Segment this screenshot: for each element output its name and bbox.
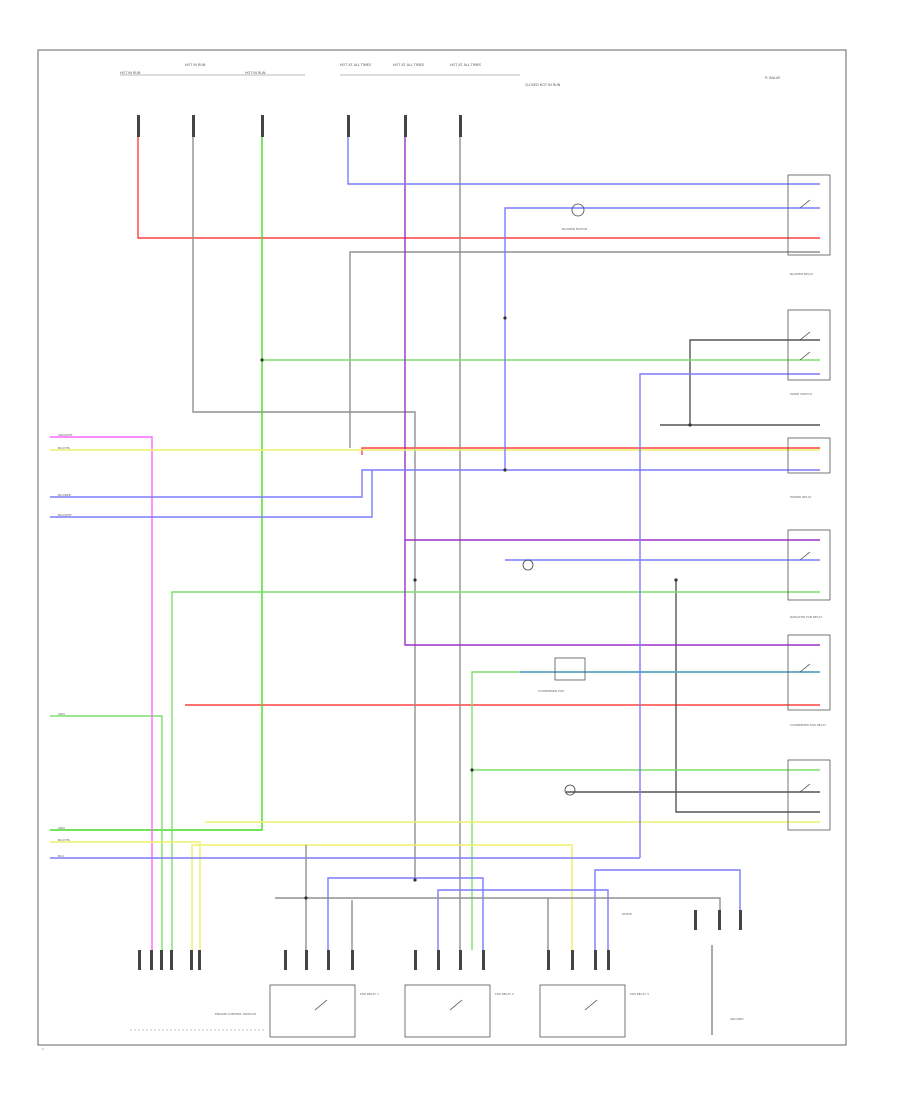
fuse-note: CLOSED HOT IN RUN bbox=[525, 83, 561, 87]
diagram-frame bbox=[37, 49, 847, 1046]
fuse-label-1: HOT IN RUN bbox=[120, 71, 141, 75]
wire-dark-3 bbox=[675, 580, 820, 813]
fan-control-box bbox=[787, 759, 831, 831]
right-components: BLOWER RELAY MODE SWITCH POWER RELAY RAD… bbox=[787, 174, 831, 831]
ecm-label: ENGINE CONTROL MODULE bbox=[215, 1012, 256, 1016]
relay-switch-symbols bbox=[799, 199, 811, 793]
blower-relay-label: BLOWER RELAY bbox=[790, 272, 813, 276]
diode-ground: DIODE GROUND bbox=[622, 912, 744, 1035]
wire-dark-1 bbox=[689, 339, 820, 425]
fuse-label-3: HOT IN RUN bbox=[245, 71, 266, 75]
wire-blue-4 bbox=[50, 470, 373, 518]
fuse-label-6: HOT AT ALL TIMES bbox=[450, 63, 481, 67]
condenser-fan-relay-box bbox=[787, 634, 831, 711]
bottom-relays: FAN RELAY 1 FAN RELAY 2 FAN RELAY 3 bbox=[269, 984, 649, 1038]
blower-motor: BLOWER MOTOR bbox=[562, 203, 587, 231]
fan-relay-2-box bbox=[404, 984, 491, 1038]
left-label-1: GRN/WHT bbox=[58, 433, 73, 437]
fuse-output-pins bbox=[137, 115, 462, 137]
fan-motor-2 bbox=[522, 559, 576, 796]
left-label-5: GRN bbox=[58, 712, 65, 716]
fan-relay-3-label: FAN RELAY 3 bbox=[630, 992, 649, 996]
fan-relay-2-label: FAN RELAY 2 bbox=[495, 992, 514, 996]
left-label-2: BLU/YEL bbox=[58, 446, 71, 450]
radiator-fan-box bbox=[787, 529, 831, 601]
mode-switch-label: MODE SWITCH bbox=[790, 392, 812, 396]
fan-relay-1-label: FAN RELAY 1 bbox=[360, 992, 379, 996]
fan-relay-1-box bbox=[269, 984, 356, 1038]
condenser-fan-relay-label: CONDENSER FAN RELAY bbox=[790, 723, 826, 727]
connector-pins bbox=[138, 910, 742, 970]
diode-label: DIODE bbox=[622, 912, 632, 916]
condenser-fan: CONDENSER FAN bbox=[538, 657, 586, 693]
wire-gray-2 bbox=[349, 251, 820, 448]
wire-purple-1 bbox=[404, 120, 820, 646]
left-wire-labels: GRN/WHT BLU/YEL BLU/RED BLU/WHT GRN GRN … bbox=[58, 433, 73, 858]
page-label: P: BALUE bbox=[765, 76, 780, 80]
power-relay-label: POWER RELAY bbox=[790, 495, 812, 499]
wire-blue-1 bbox=[347, 120, 820, 185]
wire-gray-1 bbox=[192, 120, 416, 880]
wire-gray-5 bbox=[275, 897, 721, 930]
svg-text:BLOWER MOTOR: BLOWER MOTOR bbox=[562, 227, 587, 231]
left-label-3: BLU/RED bbox=[58, 493, 72, 497]
fuse-labels: HOT IN RUN HOT IN RUN HOT IN RUN HOT AT … bbox=[120, 63, 561, 87]
left-label-4: BLU/WHT bbox=[58, 513, 72, 517]
wire-blue-9 bbox=[437, 889, 609, 950]
fan-relay-3-box bbox=[539, 984, 626, 1038]
wire-yellow-2 bbox=[50, 841, 201, 950]
wire-green-4 bbox=[50, 715, 163, 950]
left-label-6: GRN bbox=[58, 826, 65, 830]
wire-green-3 bbox=[171, 591, 820, 950]
radiator-fan-label: RADIATOR FAN RELAY bbox=[790, 615, 823, 619]
fuse-label-2: HOT IN RUN bbox=[185, 63, 206, 67]
wire-green-5 bbox=[471, 671, 820, 950]
power-relay-box bbox=[787, 437, 831, 474]
ground-label: GROUND bbox=[730, 1017, 744, 1021]
wire-blue-2 bbox=[504, 207, 820, 470]
left-label-7: BLU/YEL bbox=[58, 838, 71, 842]
left-label-8: BLU bbox=[58, 854, 64, 858]
wire-blue-5 bbox=[639, 373, 820, 858]
fuse-label-4: HOT AT ALL TIMES bbox=[340, 63, 371, 67]
mode-switch-box bbox=[787, 309, 831, 381]
page-number: 1 bbox=[42, 1047, 44, 1051]
blower-relay-box bbox=[787, 174, 831, 256]
ecm-connector: ENGINE CONTROL MODULE bbox=[130, 1012, 265, 1031]
wire-green-1 bbox=[50, 120, 263, 831]
wire-blue-3 bbox=[50, 469, 820, 498]
wire-pink-1 bbox=[50, 436, 153, 950]
wire-red-1 bbox=[137, 120, 820, 239]
splice-dots bbox=[260, 316, 692, 900]
svg-text:CONDENSER FAN: CONDENSER FAN bbox=[538, 689, 564, 693]
wire-red-2 bbox=[361, 447, 820, 455]
wire-blue-8 bbox=[327, 877, 484, 950]
fuse-label-5: HOT AT ALL TIMES bbox=[393, 63, 424, 67]
wire-blue-10 bbox=[594, 869, 741, 950]
